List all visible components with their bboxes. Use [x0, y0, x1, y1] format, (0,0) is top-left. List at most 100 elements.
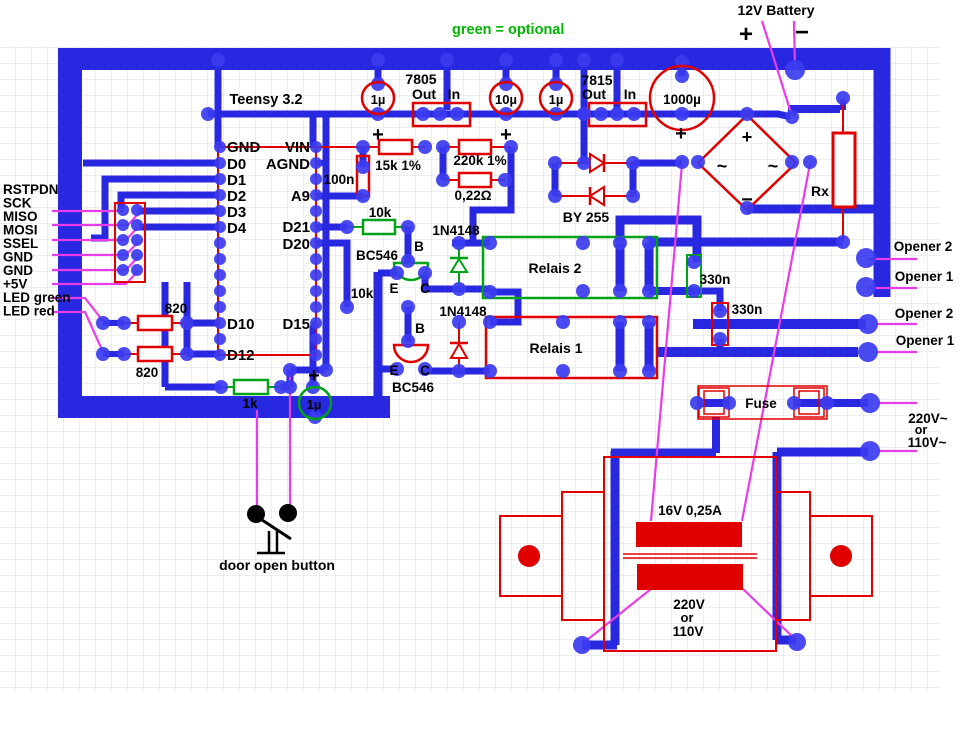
solder-pad	[675, 155, 689, 169]
label-mains-110: 110V~	[908, 435, 947, 450]
solder-pad	[440, 53, 454, 67]
solder-pad	[740, 201, 754, 215]
solder-pad	[131, 219, 143, 231]
solder-pad	[310, 333, 322, 345]
solder-pad	[214, 173, 226, 185]
header-signal-label: +5V	[3, 277, 27, 292]
solder-pad	[576, 284, 590, 298]
solder-pad	[340, 300, 354, 314]
label-opener1-b: Opener 1	[896, 333, 955, 348]
solder-pad	[310, 269, 322, 281]
polarity-plus-4: +	[308, 365, 320, 387]
header-signal-label: GND	[3, 263, 33, 278]
solder-pad	[836, 91, 850, 105]
solder-pad	[690, 396, 704, 410]
solder-pad	[319, 363, 333, 377]
label-res-022: 0,22Ω	[454, 188, 491, 203]
teensy-pin-label-left: D3	[227, 204, 246, 221]
solder-pad	[310, 189, 322, 201]
solder-pad	[858, 314, 878, 334]
solder-pad	[117, 264, 129, 276]
solder-pad	[214, 189, 226, 201]
q2-pin-e: E	[389, 363, 398, 378]
header-signal-label: RSTPDN	[3, 182, 59, 197]
solder-pad	[785, 110, 799, 124]
solder-pad	[214, 380, 228, 394]
label-cap-330n-b: 330n	[732, 302, 763, 317]
teensy-pin-label-right: D21	[282, 219, 310, 236]
electrolytic-cap-outline	[360, 80, 396, 116]
isp-header-outline	[114, 202, 146, 283]
switch-symbol-layer	[247, 504, 297, 555]
solder-pad	[117, 249, 129, 261]
solder-pad	[356, 189, 370, 203]
wire	[615, 215, 702, 262]
wire	[490, 288, 522, 326]
solder-pad	[576, 236, 590, 250]
teensy-pin-label-right: AGND	[266, 156, 310, 173]
solder-pad	[131, 204, 143, 216]
solder-pad	[214, 285, 226, 297]
bridge-ac-left: ~	[717, 156, 728, 176]
solder-pad	[214, 221, 226, 233]
solder-pad	[820, 396, 834, 410]
battery-plus-sign: +	[739, 21, 753, 48]
red-component	[392, 343, 430, 364]
solder-pad	[785, 155, 799, 169]
polarity-plus-2: +	[500, 124, 512, 146]
regulator-7805-box	[411, 101, 472, 128]
solder-pad	[416, 107, 430, 121]
q1-pin-c: C	[420, 281, 430, 296]
label-regulator-7805: 7805	[405, 71, 436, 87]
solder-pad	[452, 364, 466, 378]
resistor-820b-body	[136, 345, 174, 363]
solder-pad	[214, 253, 226, 265]
solder-pad	[310, 173, 322, 185]
teensy-pin-label-left: D4	[227, 220, 247, 237]
solder-pad	[214, 301, 226, 313]
solder-pad	[436, 140, 450, 154]
header-signal-label: SSEL	[3, 236, 38, 251]
label-relais-2: Relais 2	[529, 260, 582, 276]
solder-pad	[577, 156, 591, 170]
door-button-terminal	[247, 505, 265, 523]
solder-pad	[283, 363, 297, 377]
label-bc546-b: BC546	[392, 380, 435, 395]
solder-pad	[610, 53, 624, 67]
lead-wire	[52, 296, 104, 322]
solder-pad	[310, 237, 322, 249]
label-res-820-b: 820	[136, 365, 159, 380]
solder-pad	[613, 236, 627, 250]
solder-pad	[371, 53, 385, 67]
solder-pad	[610, 107, 624, 121]
label-7815-in: In	[624, 86, 636, 102]
resistor-15k-body	[377, 138, 414, 156]
label-optional-note: green = optional	[452, 22, 564, 38]
solder-pad	[856, 277, 876, 297]
header-signal-label: SCK	[3, 196, 32, 211]
teensy-pin-label-right: D15	[282, 316, 310, 333]
solder-pad	[642, 284, 656, 298]
label-res-rx: Rx	[811, 183, 829, 199]
solder-pad	[675, 107, 689, 121]
solder-pad	[642, 315, 656, 329]
solder-pad	[499, 53, 513, 67]
solder-pad	[310, 317, 322, 329]
lead-wire	[760, 20, 794, 117]
lead-wire	[52, 270, 139, 286]
transformer-tab-right	[809, 515, 873, 597]
resistor-1k-body	[232, 378, 270, 396]
solder-pad	[310, 141, 322, 153]
label-trafo-110: 110V	[673, 624, 704, 639]
solder-pad	[740, 107, 754, 121]
solder-pad	[390, 266, 404, 280]
solder-pad	[418, 140, 432, 154]
header-signal-label: GND	[3, 250, 33, 265]
solder-pad	[483, 364, 497, 378]
solder-pad	[310, 157, 322, 169]
solder-pad	[613, 364, 627, 378]
wire	[316, 239, 351, 307]
solder-pad	[310, 349, 322, 361]
wire	[91, 175, 218, 242]
